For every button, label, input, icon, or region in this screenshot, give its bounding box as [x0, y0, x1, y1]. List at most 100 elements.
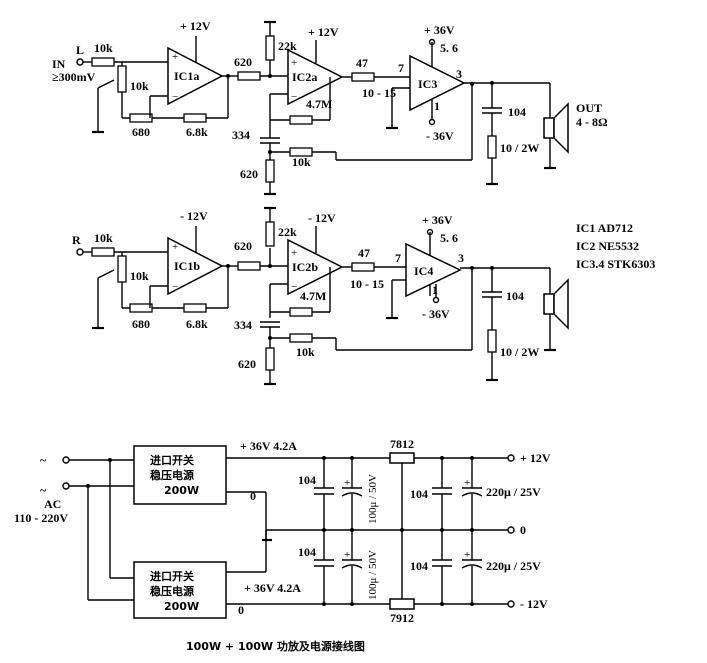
- r-gnd-label: 680: [132, 125, 150, 139]
- ic2a-label: IC2a: [292, 70, 317, 84]
- cap-104-d: 104: [410, 559, 428, 573]
- r-fb3-label: 10k: [292, 155, 311, 169]
- r-fb2-resistor: [289, 115, 313, 125]
- left-channel: L IN ≥300mV 10k 10k IC1a + − + 12V 680 6…: [52, 19, 608, 196]
- psu-top-line1: 进口开关: [150, 453, 194, 467]
- r-pot-label: 10k: [130, 79, 149, 93]
- r-zobel-resistor: [487, 329, 497, 353]
- psu-bot-box: [133, 561, 227, 619]
- r-fb-resistor: [183, 303, 207, 313]
- psu-bot-line2: 稳压电源: [150, 584, 194, 598]
- ic2b-supply: - 12V: [308, 211, 336, 225]
- r-pot-label: 10k: [130, 269, 149, 283]
- c-in-label: 334: [232, 128, 250, 142]
- psu-top-line3: 200W: [164, 484, 199, 497]
- right-channel: R 10k 10k IC1b + − - 12V 680 6.8k 620: [72, 206, 569, 386]
- speaker-icon: [543, 293, 555, 315]
- r-47-resistor: [351, 262, 375, 272]
- r-couple-resistor: [237, 71, 261, 81]
- ac-terminal-2: [62, 482, 70, 490]
- svg-text:+: +: [291, 57, 297, 69]
- psu-top-line2: 稳压电源: [150, 468, 194, 482]
- input-prefix: IN: [52, 57, 66, 71]
- parts-list: IC1 AD712 IC2 NE5532 IC3.4 STK6303: [576, 221, 655, 271]
- r-gnd-resistor: [129, 303, 153, 313]
- ic1b-opamp: [167, 236, 224, 296]
- part-ic34: IC3.4 STK6303: [576, 257, 655, 271]
- r-zobel-label: 10 / 2W: [500, 141, 539, 155]
- ac-range: 110 - 220V: [14, 511, 68, 525]
- svg-text:+: +: [291, 247, 297, 259]
- ic3-pin56: 5. 6: [440, 41, 458, 55]
- r-bias-label: 22k: [278, 39, 297, 53]
- c-zobel-label: 104: [506, 289, 524, 303]
- r-shunt-resistor: [265, 347, 275, 371]
- r-47-resistor: [351, 72, 375, 82]
- ic3-amplifier: [409, 54, 466, 112]
- cap-220u-a: 220μ / 25V: [486, 485, 541, 499]
- ic1b-label: IC1b: [174, 259, 200, 273]
- svg-text:+: +: [172, 51, 178, 63]
- ic4-vneg: - 36V: [422, 307, 450, 321]
- r-in-label: 10k: [94, 231, 113, 245]
- ic2a-opamp: [287, 48, 344, 106]
- ic1a-opamp: [167, 46, 224, 106]
- r-bias-label: 22k: [278, 225, 297, 239]
- caption: 100W + 100W 功放及电源接线图: [186, 639, 365, 653]
- input-resistor: [91, 247, 115, 257]
- input-label: R: [72, 233, 81, 247]
- r-47-label: 47: [358, 246, 370, 260]
- r-fb-resistor: [183, 113, 207, 123]
- c-in-label: 334: [234, 318, 252, 332]
- r-fb-label: 6.8k: [186, 125, 208, 139]
- psu-bot-line3: 200W: [164, 600, 199, 613]
- cap-100u-b: 100μ / 50V: [367, 550, 379, 600]
- r-fb2-label: 4.7M: [300, 289, 326, 303]
- ic1a-supply: + 12V: [180, 19, 211, 33]
- r-couple-label: 620: [234, 55, 252, 69]
- psu-bot-line1: 进口开关: [150, 569, 194, 583]
- pot-resistor: [117, 65, 127, 93]
- r-zobel-label: 10 / 2W: [500, 345, 539, 359]
- ic2b-label: IC2b: [292, 260, 318, 274]
- r-couple-resistor: [237, 261, 261, 271]
- r-fb-label: 6.8k: [186, 317, 208, 331]
- out-zero-terminal: [507, 526, 515, 534]
- rail-pos-label: + 36V 4.2A: [240, 439, 297, 453]
- r-shunt-label: 620: [240, 167, 258, 181]
- ic4-pin56: 5. 6: [440, 231, 458, 245]
- input-level: ≥300mV: [52, 70, 96, 84]
- psu-top-box: [133, 445, 227, 505]
- ac-terminal-1: [62, 456, 70, 464]
- ic2b-opamp: [287, 238, 344, 296]
- ic1b-supply: - 12V: [180, 209, 208, 223]
- r-fb2-resistor: [289, 307, 313, 317]
- ic3-pin3: 3: [456, 67, 462, 81]
- r-couple-label: 620: [234, 239, 252, 253]
- svg-text:+: +: [344, 549, 350, 561]
- part-ic2: IC2 NE5532: [576, 239, 639, 253]
- r-fb3-resistor: [289, 333, 313, 343]
- svg-text:−: −: [172, 281, 178, 293]
- ic2a-supply: + 12V: [308, 25, 339, 39]
- cap-220u-b: 220μ / 25V: [486, 559, 541, 573]
- out-impedance: 4 - 8Ω: [576, 115, 608, 129]
- zero-bot: 0: [238, 603, 244, 617]
- ic4-pin1: 1: [432, 283, 438, 297]
- out-neg-terminal: [507, 600, 515, 608]
- ic4-label: IC4: [414, 264, 433, 278]
- reg-7912: [389, 598, 415, 610]
- ac-tilde-bot: ~: [40, 483, 47, 497]
- ic3-vneg: - 36V: [426, 129, 454, 143]
- svg-text:+: +: [172, 241, 178, 253]
- pin7-label: 7: [395, 251, 401, 265]
- cap-104-b: 104: [298, 545, 316, 559]
- cap-104-c: 104: [410, 487, 428, 501]
- r-fb2-label: 4.7M: [306, 97, 332, 111]
- r-gnd-resistor: [129, 113, 153, 123]
- ac-tilde-top: ~: [40, 453, 47, 467]
- r-bias-resistor: [265, 221, 275, 247]
- cap-104-a: 104: [298, 473, 316, 487]
- pins-10-15: 10 - 15: [350, 277, 384, 291]
